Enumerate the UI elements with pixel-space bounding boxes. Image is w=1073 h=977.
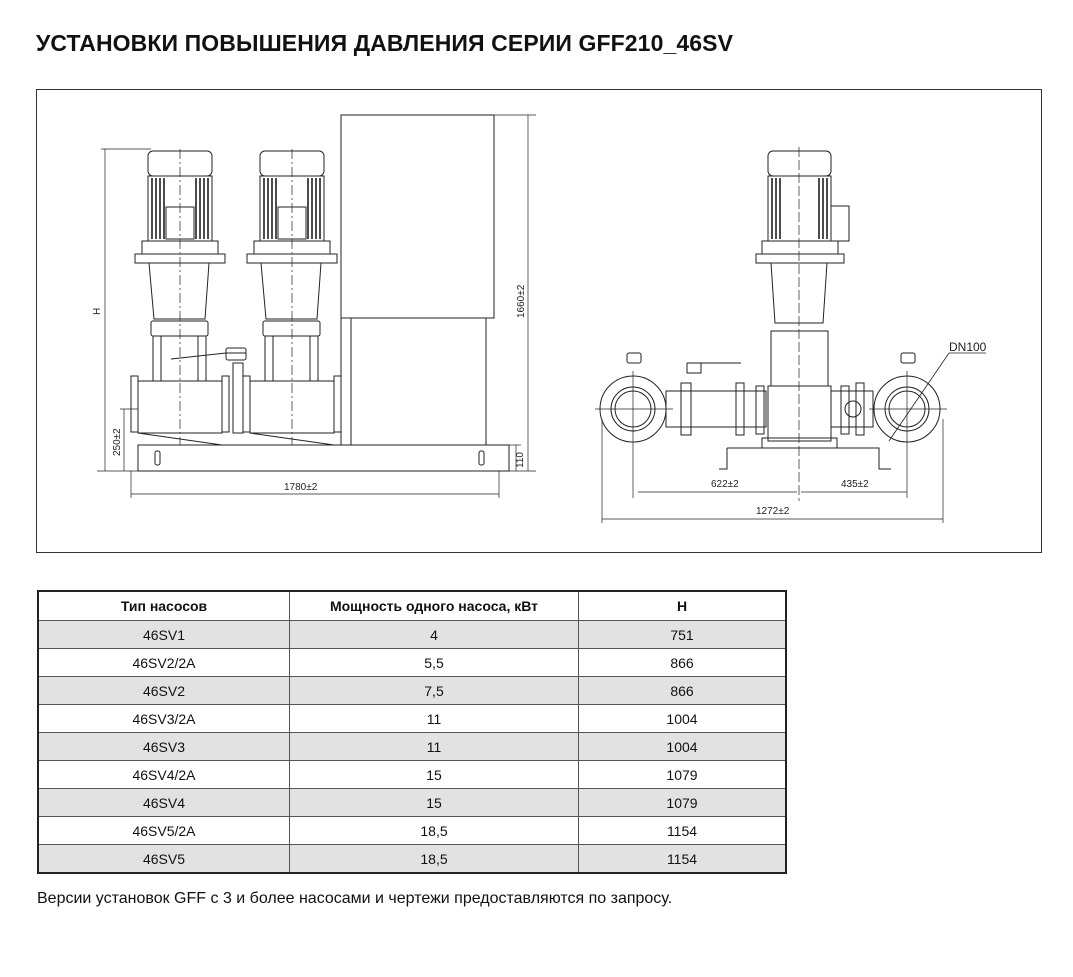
pipe-size-label: DN100	[949, 340, 987, 354]
cell-power: 11	[289, 704, 579, 733]
cell-power: 18,5	[289, 844, 579, 874]
cell-pump-type: 46SV3	[37, 732, 290, 761]
header-h: H	[578, 590, 787, 621]
pump-spec-table: Тип насосов Мощность одного насоса, кВт …	[37, 590, 787, 874]
page-title: УСТАНОВКИ ПОВЫШЕНИЯ ДАВЛЕНИЯ СЕРИИ GFF21…	[36, 30, 734, 56]
pump-2	[242, 148, 342, 446]
control-cabinet	[340, 114, 495, 319]
cell-power: 15	[289, 760, 579, 789]
cell-pump-type: 46SV3/2A	[37, 704, 290, 733]
pump-1	[130, 148, 230, 446]
cell-pump-type: 46SV1	[37, 620, 290, 649]
cell-pump-type: 46SV4	[37, 788, 290, 817]
dim-right-offset: 435±2	[841, 479, 869, 490]
cell-pump-type: 46SV5/2A	[37, 816, 290, 845]
cell-pump-type: 46SV5	[37, 844, 290, 874]
cell-h: 1004	[578, 704, 787, 733]
dim-base-height: 110	[515, 452, 526, 468]
cell-power: 5,5	[289, 648, 579, 677]
cell-h: 1079	[578, 788, 787, 817]
header-pump-type: Тип насосов	[37, 590, 290, 621]
dim-total-width: 1272±2	[756, 506, 790, 517]
cell-pump-type: 46SV2/2A	[37, 648, 290, 677]
cell-h: 866	[578, 648, 787, 677]
cell-h: 1079	[578, 760, 787, 789]
dim-length: 1780±2	[284, 482, 318, 493]
cell-h: 866	[578, 676, 787, 705]
side-view	[595, 147, 986, 501]
cell-pump-type: 46SV4/2A	[37, 760, 290, 789]
technical-drawing: H 250±2 1660±2 110 1780±2	[36, 89, 1042, 553]
cell-h: 1154	[578, 816, 787, 845]
cell-power: 7,5	[289, 676, 579, 705]
cell-power: 18,5	[289, 816, 579, 845]
cell-h: 1154	[578, 844, 787, 874]
dim-left-offset: 622±2	[711, 479, 739, 490]
cell-power: 11	[289, 732, 579, 761]
base-frame	[137, 444, 510, 472]
cell-pump-type: 46SV2	[37, 676, 290, 705]
cell-h: 1004	[578, 732, 787, 761]
cell-power: 4	[289, 620, 579, 649]
dim-inlet-height: 250±2	[112, 428, 123, 456]
dim-height-label: H	[92, 308, 103, 315]
cell-h: 751	[578, 620, 787, 649]
cell-power: 15	[289, 788, 579, 817]
header-power: Мощность одного насоса, кВт	[289, 590, 579, 621]
footnote: Версии установок GFF с 3 и более насосам…	[37, 890, 673, 907]
dim-cabinet-height: 1660±2	[516, 284, 527, 318]
